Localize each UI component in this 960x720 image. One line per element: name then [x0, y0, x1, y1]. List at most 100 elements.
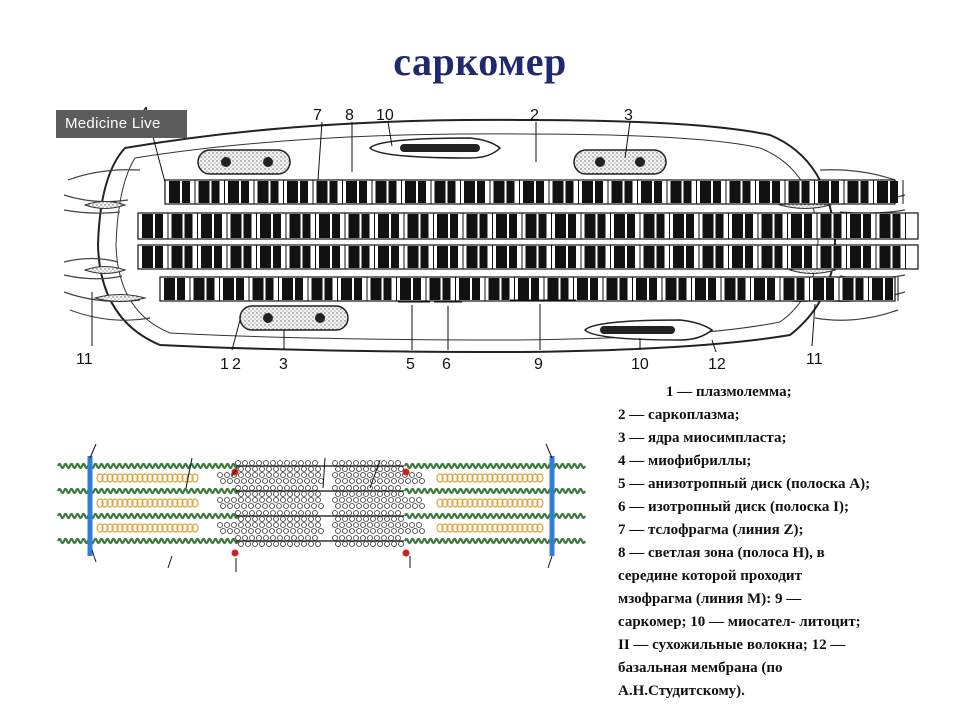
a-band [595, 181, 603, 203]
a-band [282, 278, 293, 300]
a-band [214, 246, 222, 268]
a-band [164, 278, 175, 300]
a-band [383, 278, 392, 300]
legend-line: 3 — ядра миосимпласта; [618, 430, 787, 446]
a-band [686, 246, 694, 268]
a-band [466, 214, 478, 238]
actin-filament [56, 512, 240, 520]
a-band [627, 246, 635, 268]
a-band [230, 246, 242, 268]
a-band [555, 214, 566, 238]
a-band [391, 214, 399, 238]
a-band [375, 181, 387, 203]
a-band [300, 181, 308, 203]
thick-filament-heads [235, 460, 321, 472]
myofibril-row [164, 179, 904, 205]
a-band [715, 214, 724, 238]
a-band [230, 214, 242, 238]
actin-filament [403, 462, 587, 470]
page-title: саркомер [393, 39, 567, 84]
satellite-cell-top [368, 137, 502, 159]
a-band [656, 214, 665, 238]
a-band [525, 214, 537, 238]
a-band [611, 181, 623, 203]
thick-filament-heads [332, 472, 425, 484]
legend-line: А.Н.Студитскому). [618, 683, 745, 699]
a-band [597, 214, 606, 238]
a-band [842, 278, 854, 300]
a-band [509, 246, 517, 268]
a-band [678, 278, 687, 300]
a-band [479, 246, 488, 268]
a-band [584, 214, 596, 238]
a-band [169, 181, 180, 203]
a-band [568, 246, 576, 268]
thick-filament-heads [235, 510, 321, 522]
a-band [354, 278, 362, 300]
a-band [361, 246, 370, 268]
a-band [287, 181, 298, 203]
a-band [177, 278, 185, 300]
thick-filament-heads [332, 510, 404, 522]
pointer-line [547, 555, 553, 569]
pointer-line [167, 555, 173, 569]
thick-filament-heads [217, 522, 324, 534]
thick-filament-heads [217, 472, 324, 484]
a-band [761, 246, 773, 268]
a-band [724, 278, 736, 300]
marker-dot [231, 549, 239, 557]
a-band [847, 181, 859, 203]
a-band [643, 214, 655, 238]
a-band [619, 278, 628, 300]
figure-label-5: 5 [406, 356, 415, 373]
a-band [523, 181, 534, 203]
a-band [295, 278, 303, 300]
actin-filament [403, 537, 587, 545]
a-band [518, 278, 529, 300]
marker-dot [402, 549, 410, 557]
a-band [700, 181, 711, 203]
a-band [171, 214, 183, 238]
a-band [329, 181, 338, 203]
a-band [761, 214, 773, 238]
a-band [826, 278, 834, 300]
a-band [877, 181, 888, 203]
pointer-line [89, 443, 97, 459]
a-band [702, 214, 714, 238]
pointer-line [185, 457, 193, 489]
a-band [538, 214, 547, 238]
a-band [772, 181, 780, 203]
legend-line: 6 — изотропный диск (полоска I); [618, 499, 849, 515]
a-band [348, 246, 360, 268]
a-band [182, 181, 190, 203]
a-band [324, 278, 333, 300]
a-band [702, 246, 714, 268]
a-band [614, 214, 625, 238]
a-band [791, 246, 802, 268]
a-band [614, 246, 625, 268]
a-band [270, 181, 279, 203]
myofibril-row [137, 244, 919, 270]
a-band [437, 214, 448, 238]
a-band [391, 246, 399, 268]
a-band [236, 278, 244, 300]
a-band [447, 181, 456, 203]
a-band [774, 246, 783, 268]
figure-label-11-left: 11 [76, 351, 93, 368]
a-band [732, 246, 743, 268]
a-band [400, 278, 411, 300]
a-band [378, 214, 389, 238]
figure-labels: 4 7 8 10 2 3 11 1 2 3 5 6 9 10 12 11 [76, 105, 823, 373]
a-band [142, 246, 153, 268]
a-band [729, 181, 741, 203]
a-band [715, 246, 724, 268]
a-band [627, 214, 635, 238]
a-band [670, 181, 682, 203]
legend-line: саркомер; 10 — миосател- литоцит; [618, 614, 861, 630]
a-band [641, 181, 652, 203]
legend-line: II — сухожильные волокна; 12 — [618, 637, 846, 653]
a-band [695, 278, 706, 300]
a-band [302, 214, 311, 238]
a-band [429, 278, 441, 300]
a-band [879, 214, 891, 238]
